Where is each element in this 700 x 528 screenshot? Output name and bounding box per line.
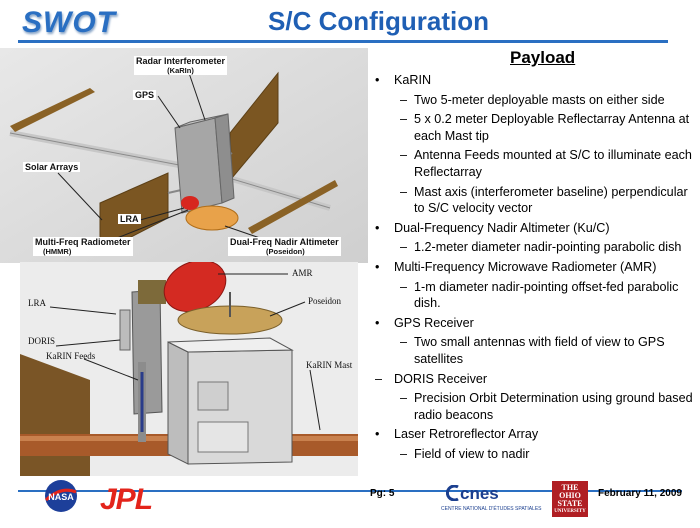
bullet-laser-retroreflector: •Laser Retroreflector Array [375, 427, 539, 442]
label-multi-freq-radiometer: Multi-Freq Radiometer(HMMR) [33, 237, 133, 256]
jpl-logo: JPL [100, 483, 153, 516]
swot-logo: SWOT [22, 6, 116, 39]
sub-bullet: –Mast axis (interferometer baseline) per… [400, 184, 688, 216]
presentation-date: February 11, 2009 [598, 488, 682, 499]
bullet-amr: •Multi-Frequency Microwave Radiometer (A… [375, 259, 657, 274]
spacecraft-overview-drawing [0, 48, 368, 263]
sub-bullet: –Two 5-meter deployable masts on either … [400, 92, 665, 107]
label-dual-freq-nadir-altimeter: Dual-Freq Nadir Altimeter(Poseidon) [228, 237, 341, 256]
payload-bullet-list: •KaRIN –Two 5-meter deployable masts on … [372, 72, 694, 465]
page-number: Pg: 5 [370, 488, 395, 499]
bullet-marker: • [375, 73, 380, 87]
label-karin-mast: KaRIN Mast [306, 360, 353, 370]
bullet-gps-receiver: •GPS Receiver [375, 315, 474, 330]
cnes-logo: cnes [445, 484, 499, 504]
sub-bullet: –Antenna Feeds mounted at S/C to illumin… [400, 148, 692, 179]
bullet-nadir-altimeter: •Dual-Frequency Nadir Altimeter (Ku/C) [375, 220, 610, 235]
footer-divider [18, 490, 682, 492]
label-lra-detail: LRA [28, 298, 46, 308]
label-poseidon: Poseidon [308, 296, 342, 306]
label-doris: DORIS [28, 336, 56, 346]
cnes-tagline: CENTRE NATIONAL D'ÉTUDES SPATIALES [441, 506, 542, 512]
sub-bullet: –1.2-meter diameter nadir-pointing parab… [400, 240, 682, 255]
bullet-doris-receiver: –DORIS Receiver [375, 371, 488, 386]
page-title: S/C Configuration [268, 6, 489, 36]
label-karin-feeds: KaRIN Feeds [46, 351, 96, 361]
label-solar-arrays: Solar Arrays [23, 162, 81, 172]
sub-bullet: –1-m diameter nadir-pointing offset-fed … [400, 279, 679, 311]
label-radar-interferometer: Radar Interferometer(KaRIn) [134, 56, 228, 75]
label-amr: AMR [292, 268, 313, 278]
spacecraft-detail-drawing [20, 259, 358, 476]
bullet-karin: •KaRIN [375, 73, 432, 87]
nasa-logo-icon: NASA [44, 480, 77, 512]
sub-bullet: –Precision Orbit Determination using gro… [400, 391, 693, 422]
spacecraft-detail-figure: AMR LRA Poseidon DORIS KaRIN Feeds KaRIN… [20, 259, 358, 476]
payload-heading: Payload [510, 48, 576, 67]
sub-bullet: –Two small antennas with field of view t… [400, 335, 665, 366]
label-gps: GPS [133, 90, 157, 100]
title-divider [18, 40, 668, 43]
nasa-text: NASA [48, 492, 74, 502]
sub-bullet: –5 x 0.2 meter Deployable Reflectarray A… [400, 112, 690, 143]
label-lra: LRA [118, 214, 141, 224]
cnes-swoosh-icon [445, 484, 459, 502]
sub-bullet: –Field of view to nadir [400, 446, 530, 461]
spacecraft-overview-figure: Radar Interferometer(KaRIn) GPS Solar Ar… [0, 48, 368, 263]
